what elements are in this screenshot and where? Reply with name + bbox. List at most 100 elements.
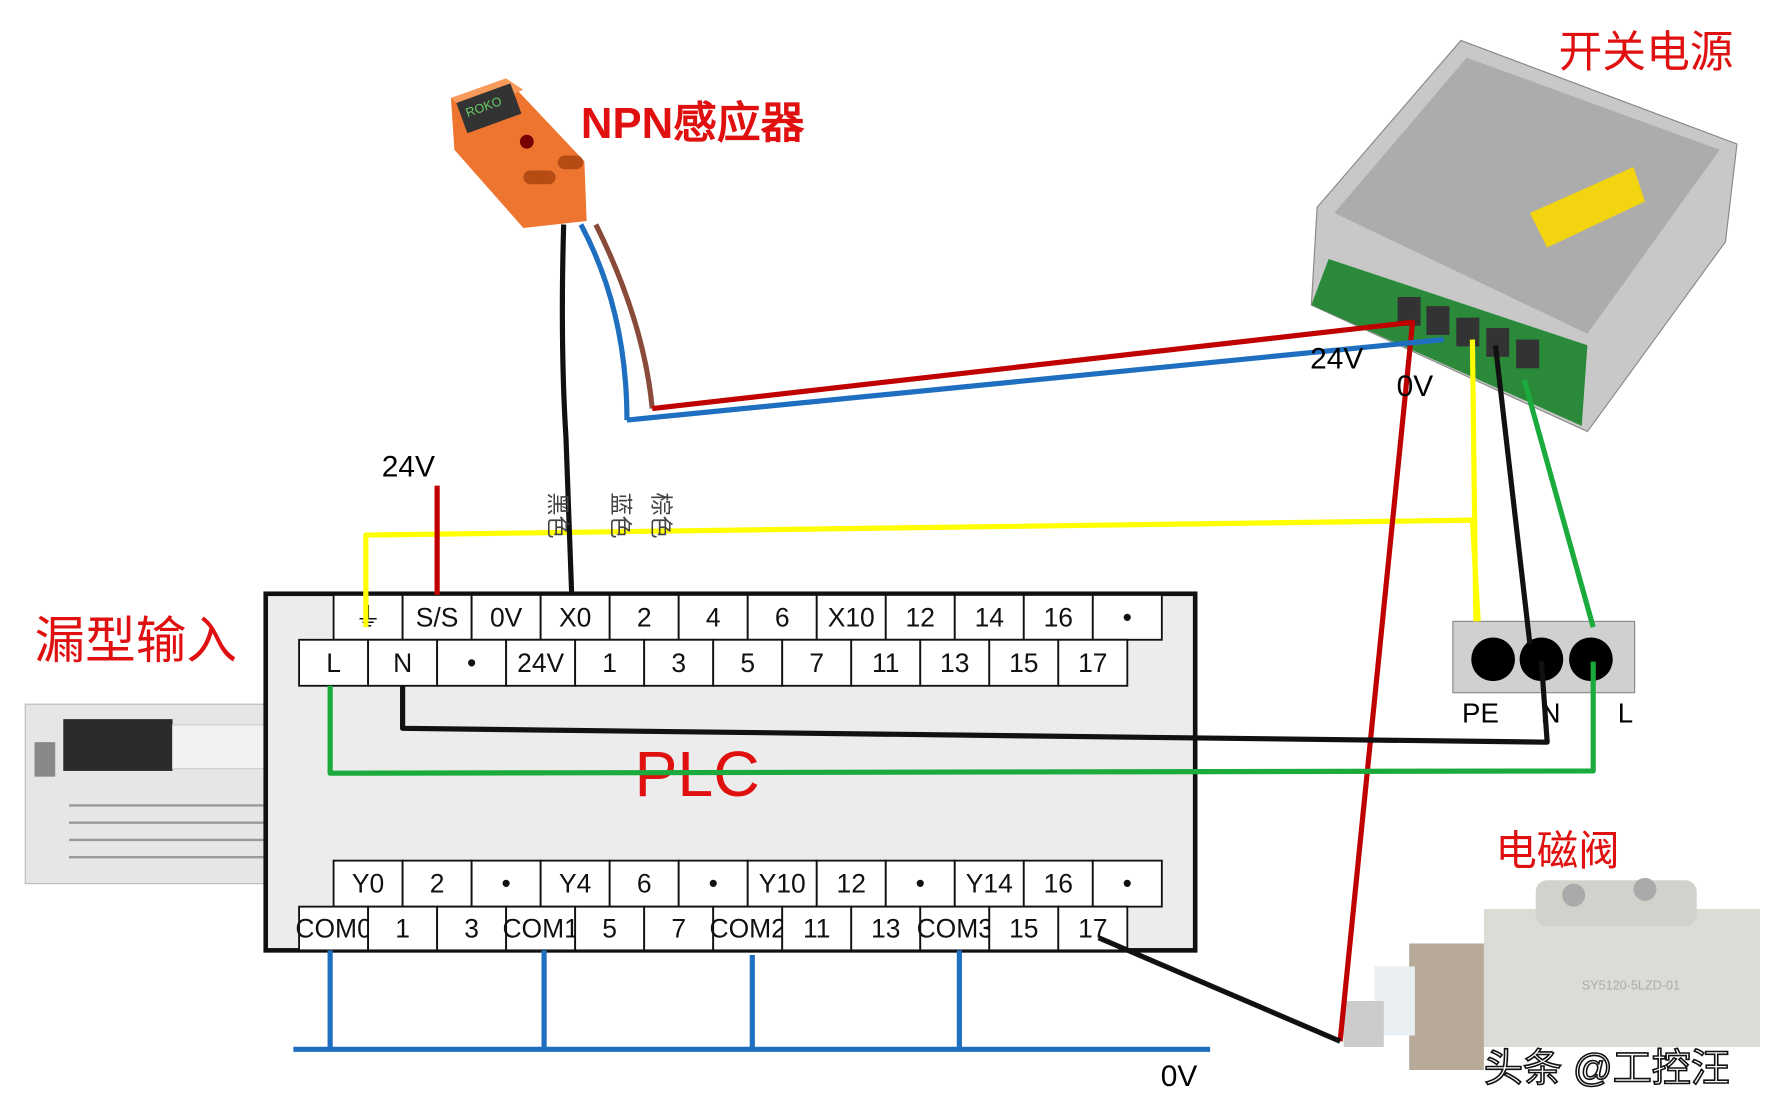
input-terminal-label: 2 [637, 602, 652, 632]
input-terminal-label: L [326, 648, 341, 678]
output-terminal-cell [505, 905, 577, 952]
output-terminal-label: • [916, 869, 925, 899]
input-terminal-label: 15 [1009, 648, 1038, 678]
output-terminal-label: COM1 [502, 914, 578, 944]
output-terminal-label: • [1123, 869, 1132, 899]
output-terminal-cell [988, 905, 1060, 952]
input-terminal-label: X0 [559, 602, 591, 632]
switching-power-supply-photo [1310, 39, 1738, 433]
output-terminal-label: 13 [871, 914, 900, 944]
input-terminal-label: 24V [517, 648, 564, 678]
output-terminal-cell [919, 905, 991, 952]
input-terminal-label: 0V [490, 602, 523, 632]
sensor-title: NPN感应器 [581, 99, 805, 148]
input-terminal-label: 5 [740, 648, 755, 678]
output-terminal-label: 5 [602, 914, 617, 944]
input-terminal-cell [401, 593, 473, 641]
input-terminal-cell [919, 638, 991, 687]
input-terminal-cell [608, 593, 680, 641]
n-terminal [1519, 637, 1564, 682]
input-terminal-cell [1091, 593, 1163, 641]
input-terminal-cell [298, 638, 370, 687]
input-terminal-cell [1057, 638, 1129, 687]
input-terminal-cell [470, 593, 542, 641]
output-terminal-cell [781, 905, 853, 952]
wire-black-ps [1492, 344, 1533, 645]
output-terminal-cell [1022, 859, 1094, 908]
solenoid-valve-label: 电磁阀 [1495, 828, 1619, 874]
input-terminal-cell [746, 593, 818, 641]
input-terminal-cell [712, 638, 784, 687]
input-terminal-label: 11 [872, 648, 899, 678]
output-terminal-cell [850, 905, 922, 952]
output-terminal-label: 15 [1009, 914, 1038, 944]
output-terminal-label: Y4 [559, 869, 591, 899]
input-terminal-label: • [1123, 602, 1132, 632]
output-terminal-label: Y14 [966, 869, 1013, 899]
pe-label: PE [1462, 698, 1499, 729]
wire-black-n [400, 661, 1550, 745]
input-terminal-cell [574, 638, 646, 687]
output-terminal-label: • [709, 869, 718, 899]
pe-terminal [1471, 637, 1515, 682]
wire-blue-sensor [578, 223, 630, 421]
ps-24v-label: 24V [1310, 342, 1363, 375]
input-terminal-cell [505, 638, 577, 687]
output-terminal-cell [436, 905, 508, 952]
output-terminal-label: • [502, 869, 511, 899]
input-terminal-label: 4 [706, 602, 721, 632]
v24-label: 24V [382, 450, 435, 483]
wire-black-x0 [559, 224, 575, 596]
wires [293, 223, 1596, 1052]
output-terminal-label: 12 [837, 869, 866, 899]
output-terminal-cell [470, 859, 542, 908]
output-terminal-cell [298, 905, 370, 952]
ps-0v-label: 0V [1397, 370, 1434, 403]
plc-photo [24, 703, 297, 885]
power-supply-title: 开关电源 [1559, 28, 1734, 77]
wire-brown-sensor [593, 223, 655, 409]
input-terminal-label: 3 [671, 648, 686, 678]
output-terminal-label: COM2 [710, 914, 786, 944]
output-terminal-label: 16 [1044, 869, 1073, 899]
input-terminal-label: 1 [602, 648, 617, 678]
input-terminal-label: 16 [1044, 602, 1073, 632]
wire-blue-com-bus [293, 950, 1211, 1052]
valve-model: SY5120-5LZD-01 [1582, 978, 1680, 992]
output-terminal-cell [367, 905, 439, 952]
output-terminal-label: 2 [430, 869, 445, 899]
wire-black-y17 [1097, 935, 1342, 1044]
solenoid-valve-photo: SY5120-5LZD-01 [1343, 877, 1760, 1070]
output-terminal-label: 7 [671, 914, 686, 944]
input-terminal-label: 12 [906, 602, 935, 632]
output-terminal-label: 11 [803, 914, 830, 944]
wire-green-l [327, 661, 1596, 776]
wire-green-ps [1521, 379, 1596, 628]
input-terminal-label: 13 [940, 648, 969, 678]
output-terminal-label: 1 [395, 914, 410, 944]
watermark: 头条 @工控汪 [1484, 1047, 1730, 1090]
output-terminal-label: COM0 [295, 914, 371, 944]
wire-blue-label: 蓝色 [608, 493, 634, 539]
l-terminal [1569, 637, 1613, 682]
input-terminal-label: X10 [828, 602, 875, 632]
bus-0v-label: 0V [1161, 1060, 1198, 1093]
sink-input-label: 漏型输入 [35, 612, 237, 669]
output-terminal-label: 6 [637, 869, 652, 899]
input-terminal-label: 6 [775, 602, 790, 632]
input-terminal-label: N [393, 648, 412, 678]
output-terminal-cell [401, 859, 473, 908]
input-terminal-label: 14 [975, 602, 1004, 632]
l-label: L [1618, 698, 1633, 729]
output-terminal-cell [712, 905, 784, 952]
npn-sensor-photo: ROKO [450, 78, 587, 228]
output-terminal-label: Y0 [352, 869, 384, 899]
output-terminal-label: 3 [464, 914, 479, 944]
input-terminal-cell [643, 638, 715, 687]
output-terminal-label: Y10 [759, 869, 806, 899]
input-terminal-label: 7 [809, 648, 824, 678]
output-terminal-cell [1091, 859, 1163, 908]
output-terminal-cell [746, 859, 818, 908]
input-terminal-cell [436, 638, 508, 687]
